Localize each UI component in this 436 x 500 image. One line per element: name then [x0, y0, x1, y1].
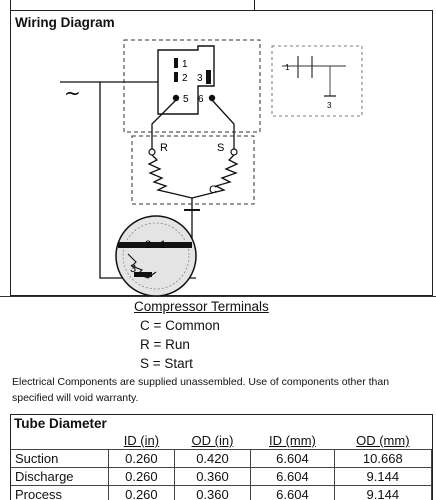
terminals-title: Compressor Terminals: [134, 299, 269, 314]
plug-number: 3: [197, 73, 203, 84]
table-row: Discharge 0.260 0.360 6.604 9.144: [11, 467, 432, 486]
column-header: ID (in): [123, 433, 160, 448]
column-header: OD (in): [191, 433, 234, 448]
inset-number: 1: [285, 63, 290, 72]
row-label: Suction: [11, 449, 110, 468]
table-cell: 0.360: [173, 467, 252, 486]
label-r: R: [160, 142, 168, 154]
wiring-diagram-panel: Wiring Diagram: [10, 10, 433, 296]
overload-protector: [115, 215, 197, 297]
terminal-common-row: C = Common: [140, 318, 220, 333]
pin-5: [172, 94, 180, 102]
section-divider: [0, 296, 436, 297]
header-blank: [11, 432, 109, 450]
overload-element: [127, 253, 157, 279]
table-cell: 0.260: [108, 467, 175, 486]
overload-number: 2: [145, 239, 151, 251]
column-header: OD (mm): [356, 433, 410, 448]
table-row: Suction 0.260 0.420 6.604 10.668: [11, 449, 432, 468]
table-header-row: ID (in) OD (in) ID (mm) OD (mm): [11, 432, 432, 450]
overload-inner-ring: [122, 222, 190, 290]
terminal-r: [148, 148, 156, 156]
table-cell: 0.260: [108, 449, 175, 468]
plug-connector: [157, 45, 215, 115]
table-cell: 0.360: [173, 485, 252, 500]
plug-number: 2: [182, 73, 188, 84]
harness-dashed-box: [123, 39, 261, 133]
run-winding: [147, 154, 193, 199]
row-label: Discharge: [11, 467, 110, 486]
start-wire: [211, 99, 235, 150]
terminal-run-row: R = Run: [140, 337, 190, 352]
table-cell: 6.604: [250, 467, 335, 486]
label-s: S: [217, 142, 224, 154]
tube-diameter-title: Tube Diameter: [14, 416, 107, 431]
pin-1: [174, 58, 178, 68]
table-cell: 10.668: [333, 449, 432, 468]
wiring-diagram-title: Wiring Diagram: [15, 15, 115, 30]
terminal-start-row: S = Start: [140, 356, 193, 371]
relay-dashed-box: [131, 135, 255, 205]
frame-stub: [254, 0, 255, 10]
overload-number: 1: [160, 239, 166, 251]
label-c: C: [209, 184, 217, 196]
table-cell: 0.420: [173, 449, 252, 468]
column-header: ID (mm): [268, 433, 316, 448]
pin-2: [174, 72, 178, 82]
tube-diameter-panel: Tube Diameter ID (in) OD (in) ID (mm) OD…: [10, 414, 433, 500]
start-winding: [191, 154, 239, 199]
plug-number: 5: [183, 94, 189, 105]
plug-number: 6: [198, 94, 204, 105]
overload-number: 3: [130, 263, 136, 275]
overload-terminal-3: [134, 272, 152, 277]
table-cell: 6.604: [250, 485, 335, 500]
terminal-s: [230, 148, 238, 156]
inset-dashed-box: [271, 45, 363, 117]
inset-number: 3: [327, 101, 332, 110]
pin-6: [208, 94, 216, 102]
warranty-note: Electrical Components are supplied unass…: [12, 376, 390, 404]
plug-number: 1: [182, 59, 188, 70]
pin-3: [206, 70, 211, 84]
wiring-schematic: 1 2 3 5 6 ~ R S C 2 1 3: [60, 39, 363, 297]
table-cell: 0.260: [108, 485, 175, 500]
table-cell: 9.144: [333, 485, 432, 500]
ac-symbol: ~: [64, 81, 81, 105]
tube-diameter-table: ID (in) OD (in) ID (mm) OD (mm) Suction …: [11, 432, 432, 500]
run-wire: [151, 99, 177, 150]
table-cell: 6.604: [250, 449, 335, 468]
table-row: Process 0.260 0.360 6.604 9.144: [11, 485, 432, 500]
frame-stub: [10, 0, 11, 10]
row-label: Process: [11, 485, 110, 500]
table-cell: 9.144: [333, 467, 432, 486]
compressor-terminals-legend: Compressor Terminals C = Common R = Run …: [134, 297, 269, 373]
overload-contact-bar: [118, 242, 192, 248]
